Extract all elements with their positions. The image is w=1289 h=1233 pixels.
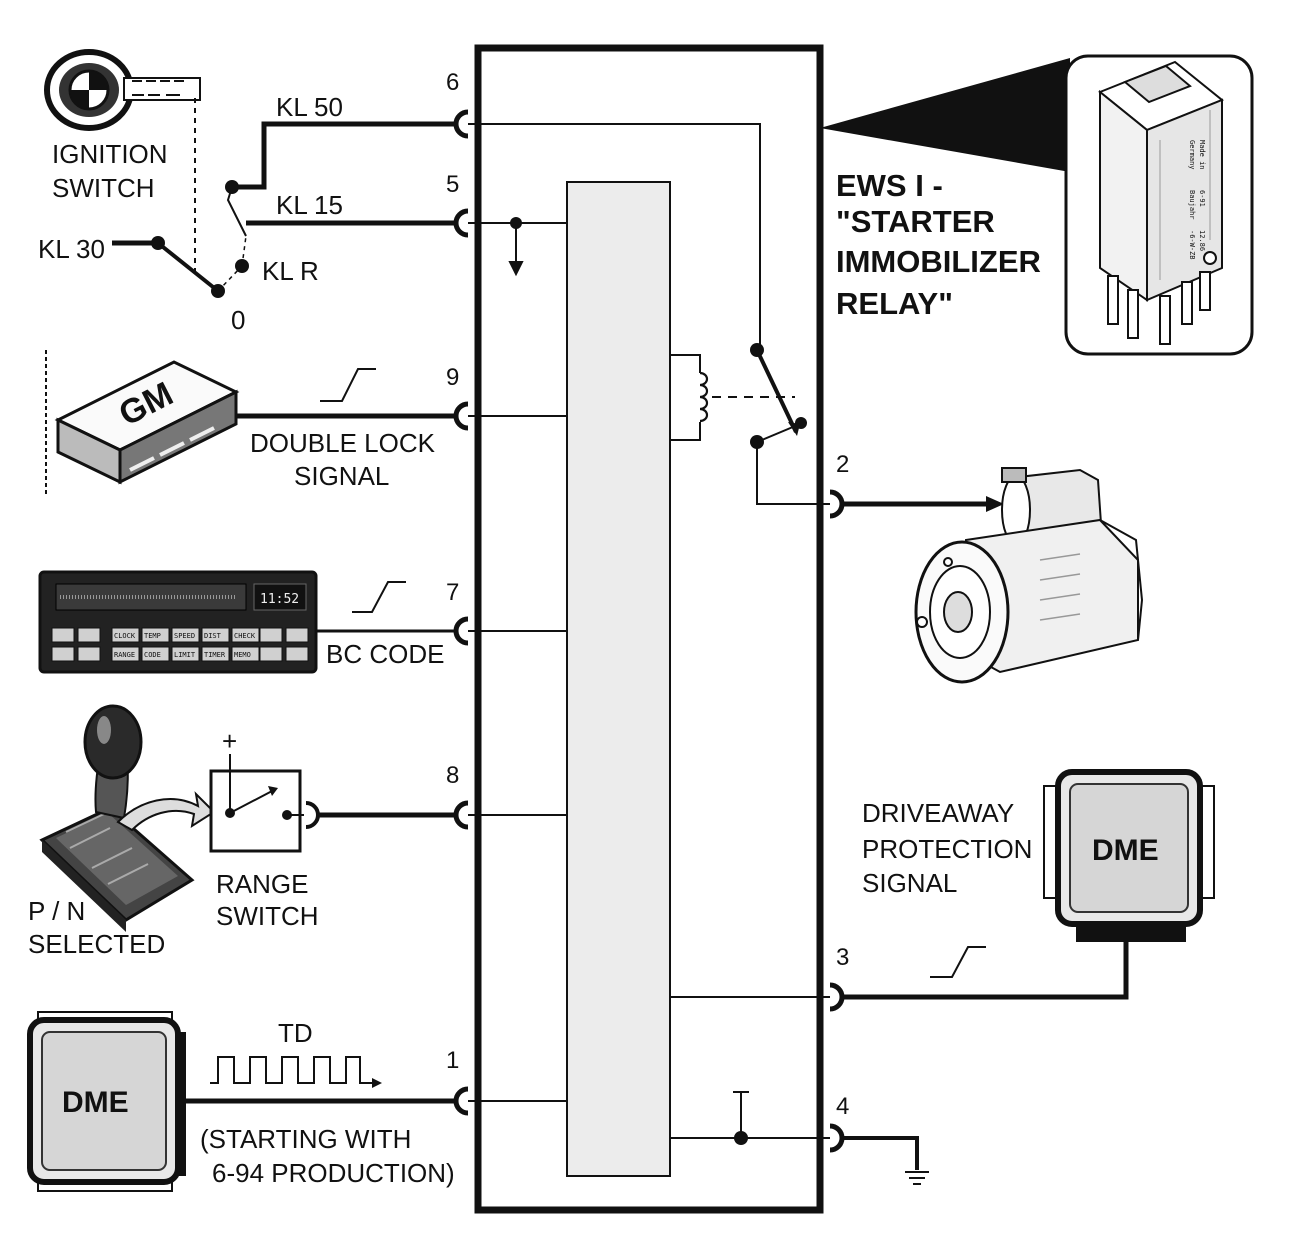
bc-key-memo: MEMO	[234, 651, 251, 659]
relay-switch-arm	[755, 349, 798, 433]
dme-left-text: DME	[62, 1086, 129, 1119]
kl50-label: KL 50	[276, 92, 343, 122]
gm-module-image: GM	[45, 350, 240, 496]
dme-module-right: DME	[1043, 769, 1215, 942]
bc-key-temp: TEMP	[144, 632, 161, 640]
range-switch-connector	[305, 801, 320, 829]
pin-1-number: 1	[446, 1047, 459, 1074]
relay-callout-pointer	[820, 58, 1070, 172]
starting-with-label-2: 6-94 PRODUCTION)	[212, 1158, 455, 1188]
relay-coil	[699, 371, 709, 423]
starter-wire-arrow	[986, 496, 1004, 512]
pin-3-connector	[829, 982, 845, 1012]
dme-module-left: DME	[27, 1011, 186, 1192]
range-switch-symbol	[209, 754, 304, 853]
ignition-key-icon	[44, 49, 201, 131]
relay-marking: Baujahr	[1188, 190, 1196, 220]
range-switch-label-2: SWITCH	[216, 901, 319, 931]
gear-selector-image	[39, 704, 216, 932]
bc-key-limit: LIMIT	[174, 651, 196, 659]
relay-marking: Made in	[1198, 140, 1206, 170]
internal-wiring	[468, 123, 830, 1139]
pin-4-connector	[829, 1123, 845, 1153]
relay-title-4: RELAY"	[836, 286, 953, 321]
junction-dot	[734, 1131, 748, 1145]
ignition-switch-label-2: SWITCH	[52, 173, 155, 203]
bc-key-speed: SPEED	[174, 632, 195, 640]
bc-key-range: RANGE	[114, 651, 135, 659]
pin-1-connector	[453, 1086, 469, 1116]
relay-marking: 12.86	[1198, 230, 1206, 251]
driveaway-label-2: PROTECTION	[862, 834, 1032, 864]
bc-clock: 11:52	[260, 592, 299, 607]
position-0-label: 0	[231, 305, 245, 335]
dme-driveaway-wire	[842, 940, 1129, 1000]
relay-marking: -6-W-ZB	[1188, 230, 1196, 260]
pin-2-number: 2	[836, 451, 849, 478]
pin-9-number: 9	[446, 364, 459, 391]
bc-key-clock: CLOCK	[114, 632, 136, 640]
ignition-switch-label-1: IGNITION	[52, 139, 168, 169]
ews-relay-housing	[474, 44, 824, 1214]
driveaway-label-3: SIGNAL	[862, 868, 957, 898]
td-label: TD	[278, 1018, 313, 1048]
starting-with-label-1: (STARTING WITH	[200, 1124, 411, 1154]
junction-dot	[510, 217, 522, 229]
pin-6-number: 6	[446, 69, 459, 96]
pin-3-number: 3	[836, 944, 849, 971]
pin-5-number: 5	[446, 171, 459, 198]
relay-marking: 6-91	[1198, 190, 1206, 207]
ground-icon	[905, 1171, 929, 1185]
ground-wire	[842, 1136, 919, 1170]
td-arrow-icon	[372, 1078, 382, 1088]
relay-title-2: "STARTER	[836, 204, 995, 239]
bc-key-code: CODE	[144, 651, 161, 659]
bc-key-timer: TIMER	[204, 651, 226, 659]
pin-7-connector	[453, 616, 469, 646]
klr-label: KL R	[262, 256, 319, 286]
pin-9-connector	[453, 401, 469, 431]
board-computer-image: 11:52 CLOCK TEMP SPEED DIST CHECK RANGE	[38, 570, 318, 674]
pin-8-number: 8	[446, 762, 459, 789]
bc-key-check: CHECK	[234, 632, 256, 640]
bc-code-step-signal-icon	[352, 581, 406, 613]
double-lock-step-signal-icon	[320, 368, 376, 402]
pin-8-connector	[453, 800, 469, 830]
relay-contact-link	[756, 423, 801, 443]
double-lock-label-1: DOUBLE LOCK	[250, 428, 436, 458]
pn-selected-label-2: SELECTED	[28, 929, 165, 959]
control-logic-block	[566, 181, 671, 1177]
kl30-label: KL 30	[38, 234, 105, 264]
td-pulse-waveform	[210, 1056, 372, 1084]
relay-photo-inset: Made in Germany 6-91 Baujahr 12.86 -6-W-…	[1064, 54, 1254, 356]
range-switch-plus-label: +	[222, 726, 237, 756]
dme-right-text: DME	[1092, 834, 1159, 867]
pin-7-number: 7	[446, 579, 459, 606]
pn-selected-label-1: P / N	[28, 896, 85, 926]
starter-motor-image	[914, 467, 1144, 684]
pin-4-number: 4	[836, 1093, 849, 1120]
relay-title-3: IMMOBILIZER	[836, 244, 1041, 279]
kl15-label: KL 15	[276, 190, 343, 220]
bc-key-dist: DIST	[204, 632, 222, 640]
double-lock-label-2: SIGNAL	[294, 461, 389, 491]
relay-marking: Germany	[1188, 140, 1196, 170]
ignition-switch	[112, 121, 454, 298]
pin-2-connector	[829, 489, 845, 519]
driveaway-step-signal-icon	[930, 946, 986, 978]
pin-5-connector	[453, 208, 469, 238]
range-switch-label-1: RANGE	[216, 869, 308, 899]
bc-code-label: BC CODE	[326, 639, 444, 669]
driveaway-label-1: DRIVEAWAY	[862, 798, 1014, 828]
pin-6-connector	[453, 109, 469, 139]
relay-title-1: EWS I -	[836, 168, 943, 203]
